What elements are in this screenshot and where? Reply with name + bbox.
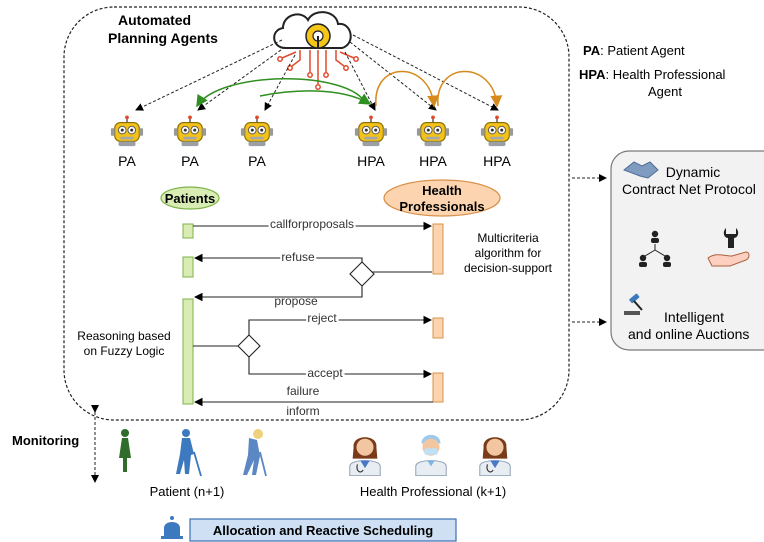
hp-lane-label-line1: Health bbox=[422, 183, 462, 198]
robot-icon bbox=[240, 115, 274, 147]
hp-activation bbox=[432, 317, 444, 339]
cloud-gear-icon bbox=[273, 11, 359, 90]
decision-diamond bbox=[349, 261, 375, 287]
hp-lane-header bbox=[383, 179, 501, 217]
agent-label: PA bbox=[118, 153, 136, 169]
surgeon-icon bbox=[415, 434, 447, 476]
allocation-label: Allocation and Reactive Scheduling bbox=[213, 523, 433, 538]
patients-lane-label: Patients bbox=[165, 191, 216, 206]
patient-label: Patient (n+1) bbox=[150, 484, 225, 499]
agent-label: HPA bbox=[357, 153, 385, 169]
fuzzy-note-line2: on Fuzzy Logic bbox=[84, 344, 165, 358]
legend-hpa-line2: Agent bbox=[648, 84, 682, 99]
green-arrow bbox=[259, 90, 372, 105]
multicriteria-note-line1: Multicriteria bbox=[477, 231, 539, 245]
robot-icon bbox=[110, 115, 144, 147]
multicriteria-note-line2: algorithm for bbox=[475, 246, 542, 260]
agent-label: PA bbox=[248, 153, 266, 169]
handshake-icon bbox=[623, 161, 659, 179]
auction-line2: and online Auctions bbox=[628, 326, 749, 342]
monitoring-label: Monitoring bbox=[12, 433, 79, 448]
decision-diamond bbox=[237, 334, 261, 358]
gavel-icon bbox=[624, 293, 643, 315]
msg-refuse: refuse bbox=[281, 250, 315, 264]
multicriteria-note-line3: decision-support bbox=[464, 261, 553, 275]
doctor-icon bbox=[479, 436, 511, 476]
fuzzy-note-line1: Reasoning based bbox=[77, 329, 170, 343]
robot-icon bbox=[354, 115, 388, 147]
dispatch-arrows bbox=[135, 34, 499, 111]
planning-title-line1: Automated bbox=[118, 12, 191, 28]
dcnp-line2: Contract Net Protocol bbox=[622, 181, 756, 197]
allocation-banner bbox=[189, 518, 457, 542]
msg-callforproposals: callforproposals bbox=[270, 217, 354, 231]
network-icon bbox=[639, 230, 671, 267]
patients-lane-header bbox=[160, 186, 220, 210]
planning-title-line2: Planning Agents bbox=[108, 30, 218, 46]
green-arrow bbox=[196, 78, 367, 108]
msg-reject: reject bbox=[307, 311, 337, 325]
patient-woman-icon bbox=[119, 429, 131, 472]
auction-line1: Intelligent bbox=[664, 309, 724, 325]
patient-elderly-icon bbox=[176, 429, 202, 477]
message-arrows bbox=[193, 221, 433, 407]
wrench-hand-icon bbox=[707, 228, 750, 267]
msg-propose: propose bbox=[274, 294, 318, 308]
hp-activation bbox=[432, 372, 444, 403]
agent-label: PA bbox=[181, 153, 199, 169]
msg-inform: inform bbox=[286, 404, 319, 418]
patient-activation bbox=[182, 223, 194, 239]
hp-lane-label-line2: Professionals bbox=[399, 199, 484, 214]
agent-label: HPA bbox=[419, 153, 447, 169]
hp-label: Health Professional (k+1) bbox=[360, 484, 506, 499]
patient-activation bbox=[182, 298, 194, 405]
orange-arrow bbox=[437, 70, 503, 108]
patient-cane-icon bbox=[243, 429, 267, 477]
orange-arrow bbox=[375, 70, 440, 108]
agent-label: HPA bbox=[483, 153, 511, 169]
robot-icon bbox=[173, 115, 207, 147]
msg-failure: failure bbox=[287, 384, 320, 398]
robot-icon bbox=[480, 115, 514, 147]
hp-activation bbox=[432, 223, 444, 275]
patient-activation bbox=[182, 256, 194, 278]
dcnp-line1: Dynamic bbox=[666, 164, 720, 180]
bell-icon bbox=[161, 516, 183, 539]
planning-container bbox=[63, 6, 570, 421]
legend-hpa: HPA: Health Professional bbox=[579, 67, 726, 82]
msg-accept: accept bbox=[307, 366, 343, 380]
legend-pa: PA: Patient Agent bbox=[583, 43, 685, 58]
doctor-icon bbox=[349, 436, 381, 476]
protocol-box bbox=[610, 150, 764, 351]
robot-icon bbox=[416, 115, 450, 147]
